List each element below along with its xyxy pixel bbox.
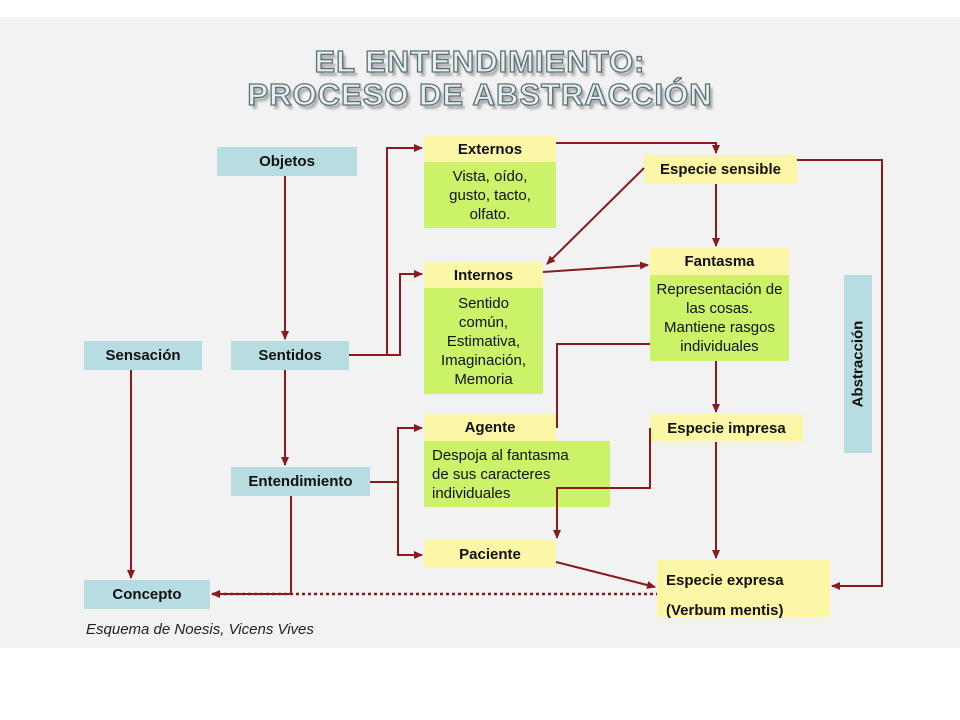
node-internos-body: Sentido común, Estimativa, Imaginación, …	[424, 288, 543, 394]
line-agente-fantasma	[556, 343, 650, 428]
title-line-2: PROCESO DE ABSTRACCIÓN	[247, 77, 713, 112]
arrow-sentidos-internos	[387, 270, 423, 356]
node-fantasma-body: Representación de las cosas. Mantiene ra…	[650, 275, 789, 361]
node-sensacion: Sensación	[84, 341, 202, 370]
arrow-especie-impresa-paciente	[553, 428, 651, 539]
node-agente-title: Agente	[424, 414, 556, 441]
node-concepto: Concepto	[84, 580, 210, 609]
node-objetos: Objetos	[217, 147, 357, 176]
node-sentidos: Sentidos	[231, 341, 349, 370]
arrow-externos-especie-sensible	[556, 142, 720, 154]
node-paciente: Paciente	[424, 540, 556, 568]
title-line-1: EL ENTENDIMIENTO:	[314, 44, 646, 79]
node-especie-expresa: Especie expresa (Verbum mentis)	[657, 560, 830, 619]
node-agente-body: Despoja al fantasma de sus caracteres in…	[424, 441, 610, 507]
node-entendimiento: Entendimiento	[231, 467, 370, 496]
especie-expresa-label: Especie expresa	[666, 572, 784, 589]
arrow-paciente-especie-expresa	[555, 561, 656, 589]
node-abstraccion: Abstracción	[844, 275, 872, 453]
node-especie-impresa: Especie impresa	[650, 414, 803, 442]
node-fantasma-title: Fantasma	[650, 248, 789, 275]
arrow-internos-fantasma	[542, 261, 649, 273]
arrow-especie-sensible-internos	[546, 167, 645, 265]
node-externos-body: Vista, oído, gusto, tacto, olfato.	[424, 162, 556, 228]
arrow-entendimiento-agente	[370, 424, 423, 483]
node-externos-title: Externos	[424, 136, 556, 162]
caption: Esquema de Noesis, Vicens Vives	[86, 621, 314, 638]
arrow-entendimiento-paciente	[397, 482, 423, 559]
node-especie-sensible: Especie sensible	[644, 155, 797, 184]
arrow-entendimiento-concepto	[211, 496, 292, 598]
arrow-especie-sensible-especie-expresa	[797, 159, 883, 590]
arrow-sentidos-externos	[349, 144, 423, 356]
verbum-mentis-label: (Verbum mentis)	[666, 602, 784, 619]
node-internos-title: Internos	[424, 262, 543, 288]
